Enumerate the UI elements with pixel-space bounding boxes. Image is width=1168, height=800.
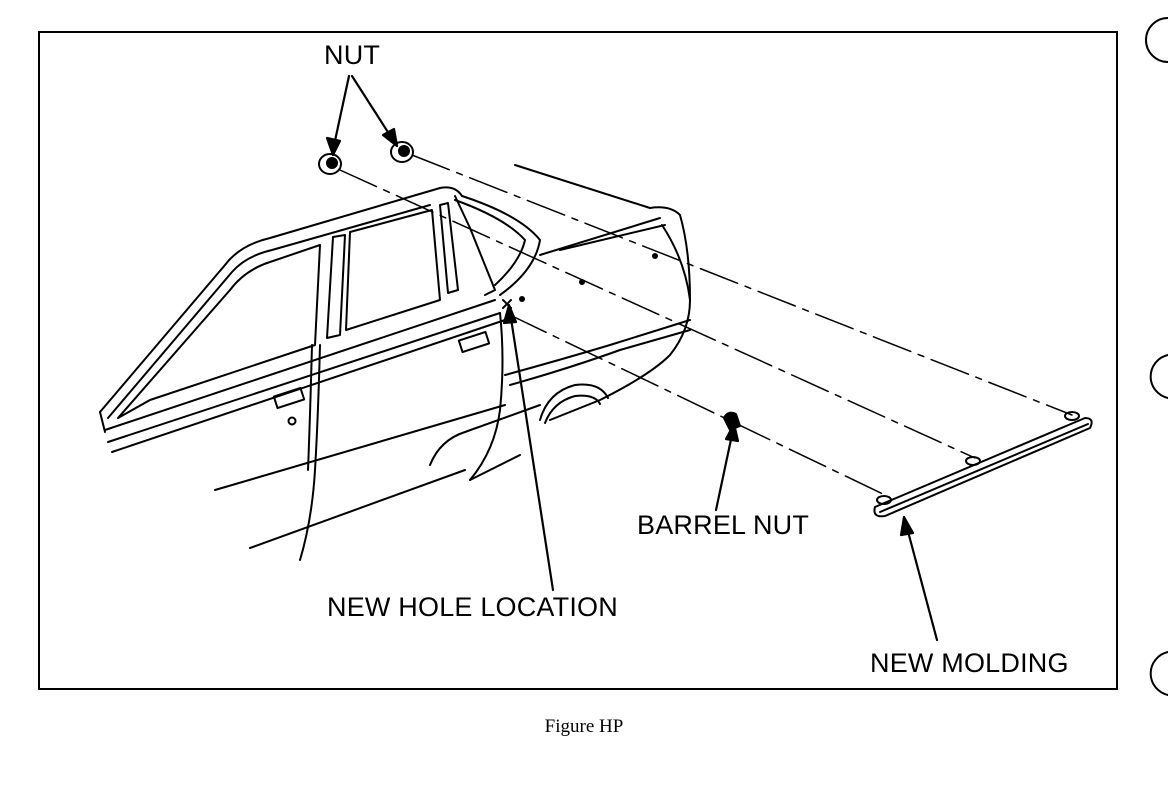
nut-label: NUT [324,40,381,70]
margin-marks [1145,17,1168,696]
alignment-dashed-lines [339,154,1073,496]
leader-arrows [325,74,939,642]
figure-frame [38,31,1118,690]
car-body [99,164,691,561]
nut-icon [318,153,342,175]
barrel-nut-label: BARREL NUT [637,510,810,540]
stud-holes [519,253,658,302]
new-molding [873,411,1093,518]
nut-icon [390,141,414,163]
barrel-nut-icon [723,411,741,431]
new-molding-label: NEW MOLDING [870,648,1069,678]
figure-caption: Figure HP [544,716,624,737]
new-hole-location-label: NEW HOLE LOCATION [327,592,618,622]
